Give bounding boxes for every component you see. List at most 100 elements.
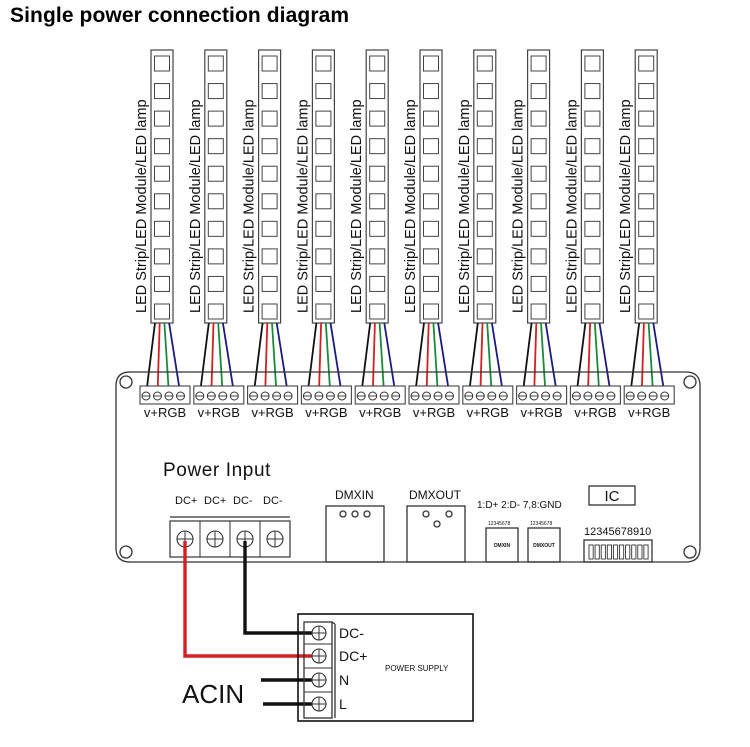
rj45-out-pin-numbers: 12345678	[530, 521, 552, 527]
led-cell	[639, 221, 654, 236]
strip-wire	[600, 323, 611, 395]
mount-hole-top-left	[120, 376, 132, 388]
dip-switch-levers	[589, 545, 648, 559]
strip-wire	[546, 323, 557, 395]
rgb-terminal: v+RGB	[301, 386, 351, 420]
led-strips: LED Strip/LED Module/LED lampLED Strip/L…	[134, 50, 665, 395]
strip-wire	[588, 323, 590, 395]
led-cell	[477, 221, 492, 236]
terminal-label: v+RGB	[251, 405, 293, 420]
strip-wire	[380, 323, 385, 395]
dmx-in-pin	[340, 511, 346, 517]
led-cell	[370, 304, 385, 319]
led-cell	[316, 249, 331, 264]
led-cell	[262, 276, 277, 291]
dmx-out-label: DMXOUT	[409, 488, 462, 502]
strip-wire	[169, 323, 180, 395]
dmx-out-pin	[434, 521, 440, 527]
led-cell	[316, 276, 331, 291]
power-supply-terminals: DC-DC+NL	[304, 625, 367, 712]
strip-wire	[384, 323, 395, 395]
led-cell	[639, 84, 654, 99]
strip-label: LED Strip/LED Module/LED lamp	[618, 99, 634, 313]
led-cell	[316, 194, 331, 209]
led-cell	[208, 249, 223, 264]
terminal-label: v+RGB	[628, 405, 670, 420]
led-cell	[370, 221, 385, 236]
led-cell	[424, 84, 439, 99]
led-cell	[639, 276, 654, 291]
led-cell	[155, 221, 170, 236]
strip-wire	[164, 323, 169, 395]
rgb-terminal: v+RGB	[463, 386, 513, 420]
strip-wire	[272, 323, 277, 395]
led-cell	[316, 111, 331, 126]
strip-wire	[642, 323, 644, 395]
led-cell	[585, 139, 600, 154]
led-cell	[531, 194, 546, 209]
strip-wire	[319, 323, 321, 395]
psu-terminal-label: DC+	[339, 648, 367, 664]
led-cell	[477, 194, 492, 209]
dip-lever	[638, 545, 642, 559]
led-cell	[155, 139, 170, 154]
strip-wire	[576, 323, 585, 395]
strip-wire	[541, 323, 546, 395]
strip-wire	[158, 323, 160, 395]
dip-lever	[607, 545, 611, 559]
mount-hole-top-right	[684, 376, 696, 388]
strip-label: LED Strip/LED Module/LED lamp	[349, 99, 365, 313]
dmx-out-connector	[407, 506, 465, 562]
rgb-terminal: v+RGB	[194, 386, 244, 420]
led-cell	[424, 139, 439, 154]
led-cell	[639, 304, 654, 319]
mount-hole-bottom-right	[684, 546, 696, 558]
led-cell	[477, 84, 492, 99]
led-cell	[155, 166, 170, 181]
led-cell	[316, 304, 331, 319]
led-strip: LED Strip/LED Module/LED lamp	[242, 50, 289, 395]
strip-wire	[653, 323, 664, 395]
led-cell	[208, 276, 223, 291]
dmx-out-pin	[446, 511, 452, 517]
led-cell	[639, 139, 654, 154]
led-cell	[531, 249, 546, 264]
led-cell	[424, 304, 439, 319]
led-cell	[262, 84, 277, 99]
dip-lever	[595, 545, 599, 559]
led-cell	[639, 249, 654, 264]
led-cell	[208, 84, 223, 99]
strip-wire	[534, 323, 536, 395]
led-cell	[208, 111, 223, 126]
power-input-terminal	[170, 517, 290, 557]
dmx-in-pin	[364, 511, 370, 517]
led-cell	[477, 139, 492, 154]
dmx-in-connector	[326, 506, 384, 562]
strip-wire	[595, 323, 600, 395]
led-cell	[370, 249, 385, 264]
rgb-terminal: v+RGB	[409, 386, 459, 420]
led-strip: LED Strip/LED Module/LED lamp	[295, 50, 342, 395]
led-cell	[639, 111, 654, 126]
psu-terminal-label: N	[339, 672, 349, 688]
led-cell	[531, 139, 546, 154]
strip-label: LED Strip/LED Module/LED lamp	[134, 99, 150, 313]
rgb-terminal: v+RGB	[248, 386, 298, 420]
led-cell	[424, 194, 439, 209]
led-cell	[370, 194, 385, 209]
led-cell	[585, 194, 600, 209]
led-strip: LED Strip/LED Module/LED lamp	[188, 50, 235, 395]
led-cell	[531, 276, 546, 291]
strip-wire	[326, 323, 331, 395]
strip-wire	[254, 323, 263, 395]
led-cell	[531, 84, 546, 99]
led-cell	[262, 166, 277, 181]
strip-label: LED Strip/LED Module/LED lamp	[188, 99, 204, 313]
led-cell	[155, 276, 170, 291]
rgb-terminal: v+RGB	[517, 386, 567, 420]
mount-hole-bottom-left	[120, 546, 132, 558]
led-cell	[477, 276, 492, 291]
led-cell	[262, 249, 277, 264]
strip-wire	[277, 323, 288, 395]
led-cell	[316, 166, 331, 181]
